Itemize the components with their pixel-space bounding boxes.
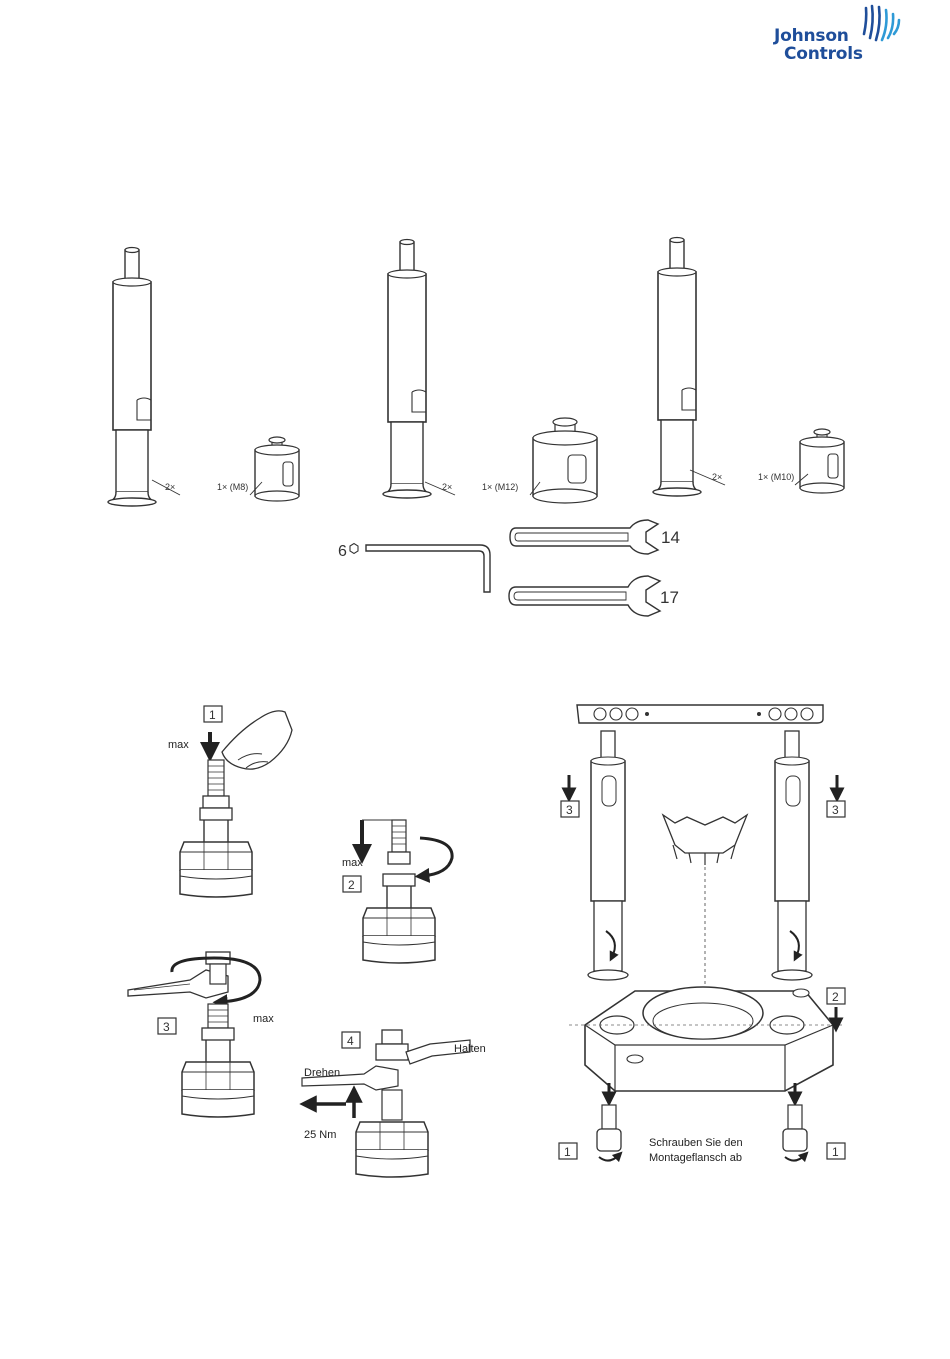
screw-left-icon bbox=[597, 1083, 621, 1161]
step-1-number: 1 bbox=[209, 708, 216, 722]
right-step-3a-number: 3 bbox=[566, 803, 573, 817]
hex-key-size: 6 bbox=[338, 543, 347, 560]
step-4-hold-label: Halten bbox=[454, 1043, 486, 1055]
set-b-rod-qty: 2× bbox=[442, 482, 452, 492]
mounting-flange bbox=[585, 987, 833, 1091]
step-3-max-label: max bbox=[253, 1013, 274, 1025]
hex-key-icon bbox=[366, 545, 490, 592]
adapter-mounting-steps: 1 max 2 max max 3 bbox=[110, 690, 610, 1190]
flange-removal-illustration: 3 3 2 bbox=[555, 695, 855, 1175]
wrench-14-size: 14 bbox=[661, 528, 680, 547]
step-4-torque-label: 25 Nm bbox=[304, 1129, 336, 1141]
step-3-number: 3 bbox=[163, 1020, 170, 1034]
step-4-turn-label: Drehen bbox=[304, 1067, 340, 1079]
set-c-rod-qty: 2× bbox=[712, 472, 722, 482]
set-b-adapter-label: 1× (M12) bbox=[482, 482, 518, 492]
set-c-adapter-label: 1× (M10) bbox=[758, 472, 794, 482]
caption-line-2: Montageflansch ab bbox=[649, 1152, 742, 1164]
step-4-number: 4 bbox=[347, 1034, 354, 1048]
step-2-max-label: max bbox=[342, 857, 363, 869]
right-step-3b-number: 3 bbox=[832, 803, 839, 817]
hand-icon bbox=[222, 711, 292, 769]
screw-right-icon bbox=[783, 1083, 807, 1161]
wrench-17-icon bbox=[509, 576, 660, 616]
right-step-1a-number: 1 bbox=[564, 1145, 571, 1159]
set-a-adapter-label: 1× (M8) bbox=[217, 482, 248, 492]
right-step-1b-number: 1 bbox=[832, 1145, 839, 1159]
hex-symbol-icon bbox=[350, 544, 358, 554]
valve-insert-icon bbox=[663, 815, 747, 865]
step-2-number: 2 bbox=[348, 878, 355, 892]
set-a-rod-qty: 2× bbox=[165, 482, 175, 492]
caption-line-1: Schrauben Sie den bbox=[649, 1137, 743, 1149]
wrench-17-size: 17 bbox=[660, 588, 679, 607]
step-1-max-label: max bbox=[168, 739, 189, 751]
kit-contents-illustration: 2× 1× (M8) 2× 1× (M12) 2× 1× (M10) 6 bbox=[0, 0, 950, 650]
wrench-14-icon bbox=[510, 520, 658, 554]
right-step-2-number: 2 bbox=[832, 990, 839, 1004]
